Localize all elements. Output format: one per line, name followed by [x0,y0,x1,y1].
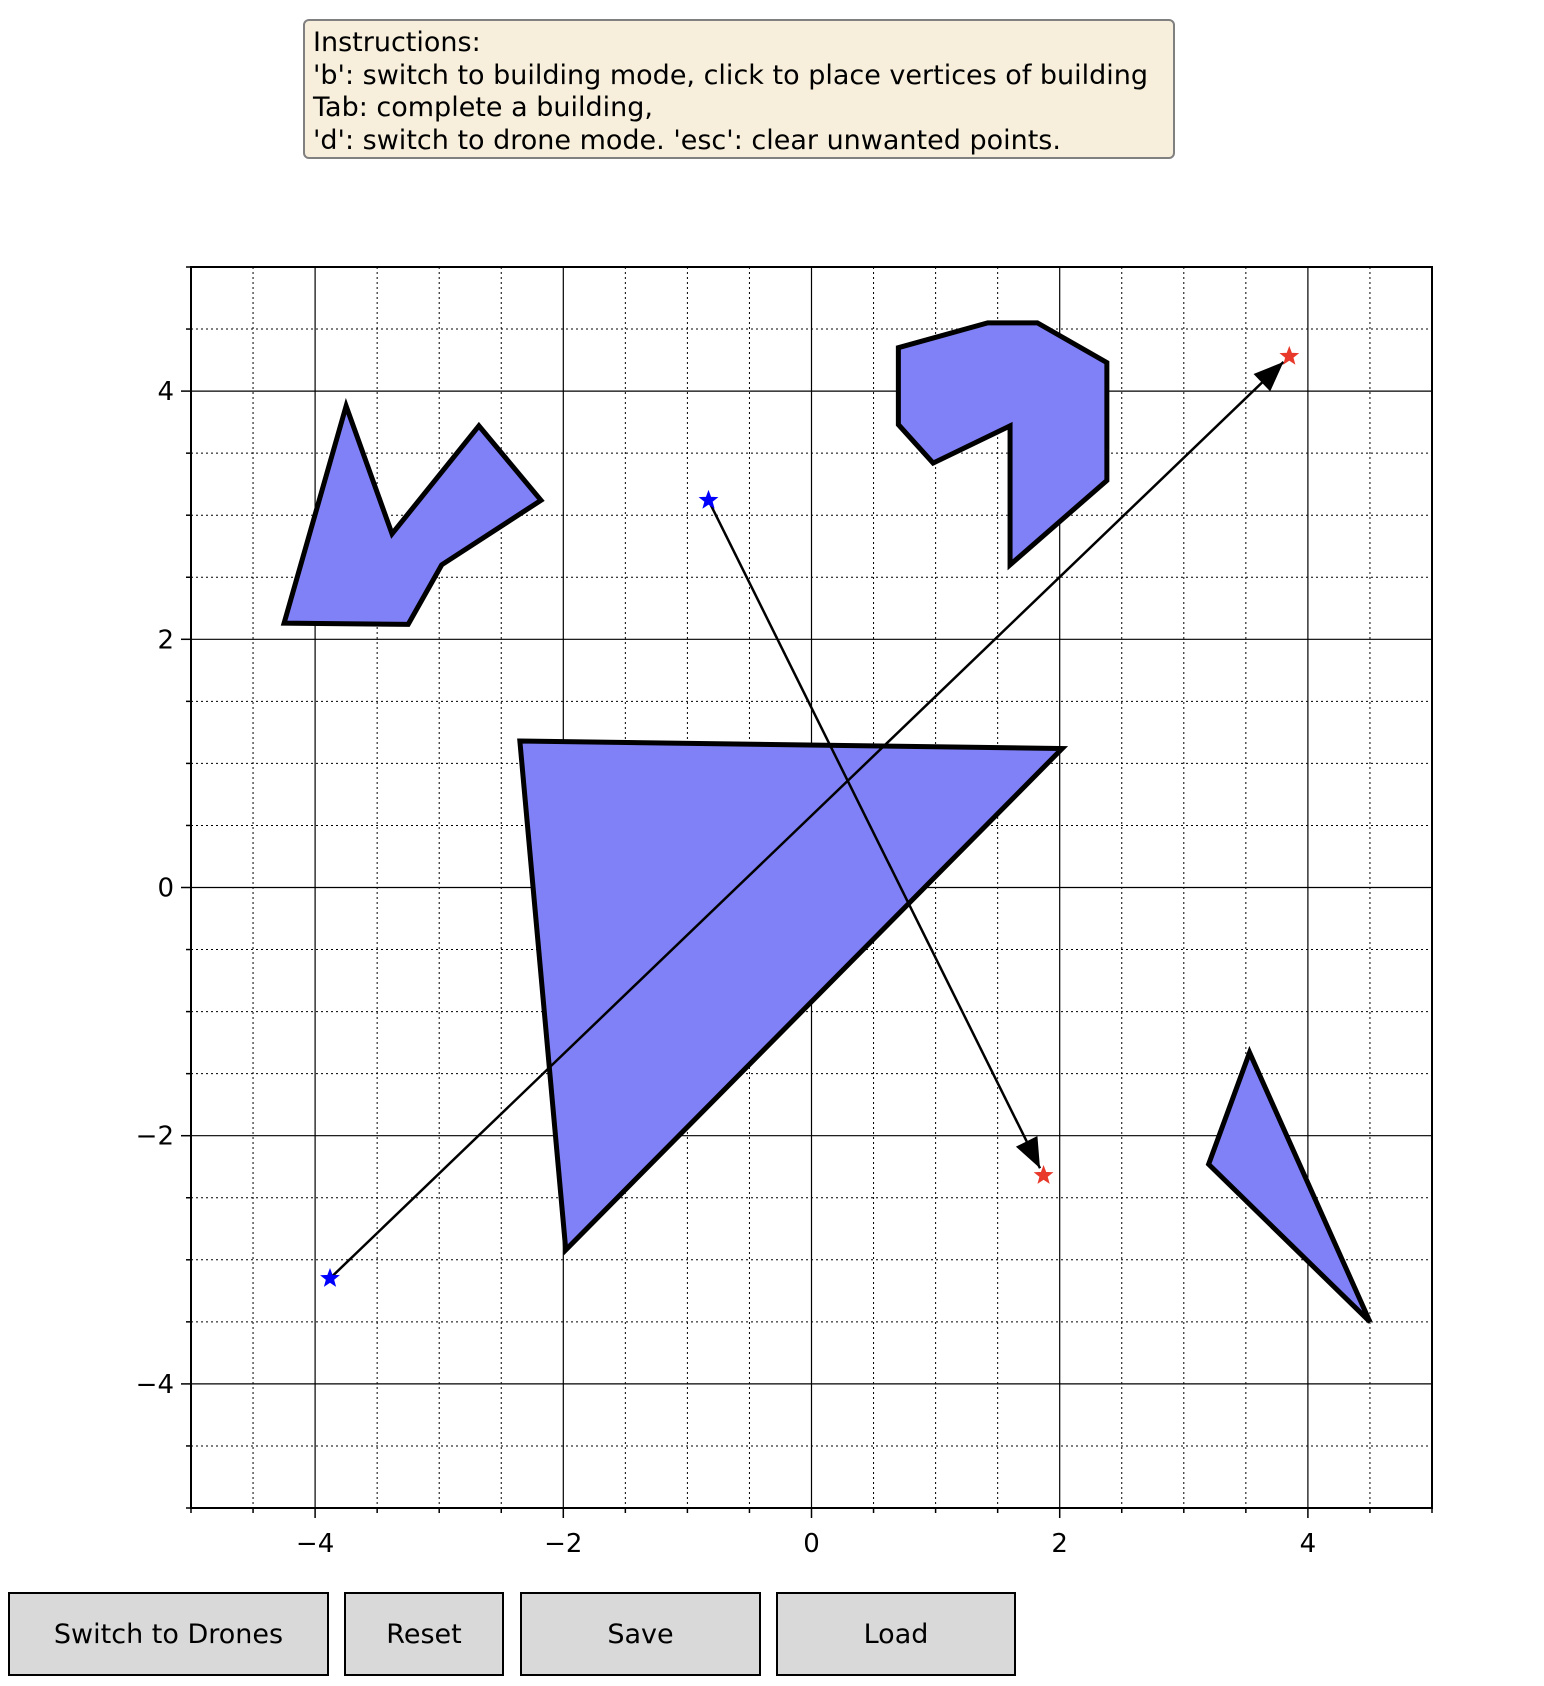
instructions-line: 'b': switch to building mode, click to p… [313,59,1149,91]
instructions-line: Instructions: [313,27,481,58]
x-tick-label: 2 [1051,1529,1068,1559]
building-polygon [1205,1045,1373,1324]
drone-path-line [329,360,1285,1280]
arrowhead-icon [1015,1136,1041,1169]
instructions-line: 'd': switch to drone mode. 'esc': clear … [313,124,1061,156]
building-polygon [280,397,545,627]
x-tick-label: −4 [296,1529,334,1559]
x-tick-label: 4 [1300,1529,1317,1559]
instructions-box: Instructions: 'b': switch to building mo… [303,19,1175,159]
y-tick-label: −4 [136,1370,174,1400]
building-polygon [517,738,1069,1256]
save-button[interactable]: Save [520,1592,761,1676]
y-tick-label: 2 [157,625,174,655]
drone-path-line [707,499,1042,1169]
drone-start-icon [320,1267,340,1287]
y-tick-label: 4 [157,377,174,407]
y-tick-label: 0 [157,874,174,904]
x-tick-label: −2 [544,1529,582,1559]
x-tick-label: 0 [803,1529,820,1559]
switch-to-drones-button[interactable]: Switch to Drones [8,1592,329,1676]
building-polygon [895,320,1110,571]
drone-goal-icon [1033,1164,1054,1184]
arrowhead-icon [1253,361,1284,392]
y-tick-label: −2 [136,1122,174,1152]
drone-goal-icon [1279,345,1300,365]
reset-button[interactable]: Reset [344,1592,504,1676]
load-button[interactable]: Load [776,1592,1016,1676]
drone-start-icon [698,489,719,509]
instructions-line: Tab: complete a building, [313,92,653,123]
